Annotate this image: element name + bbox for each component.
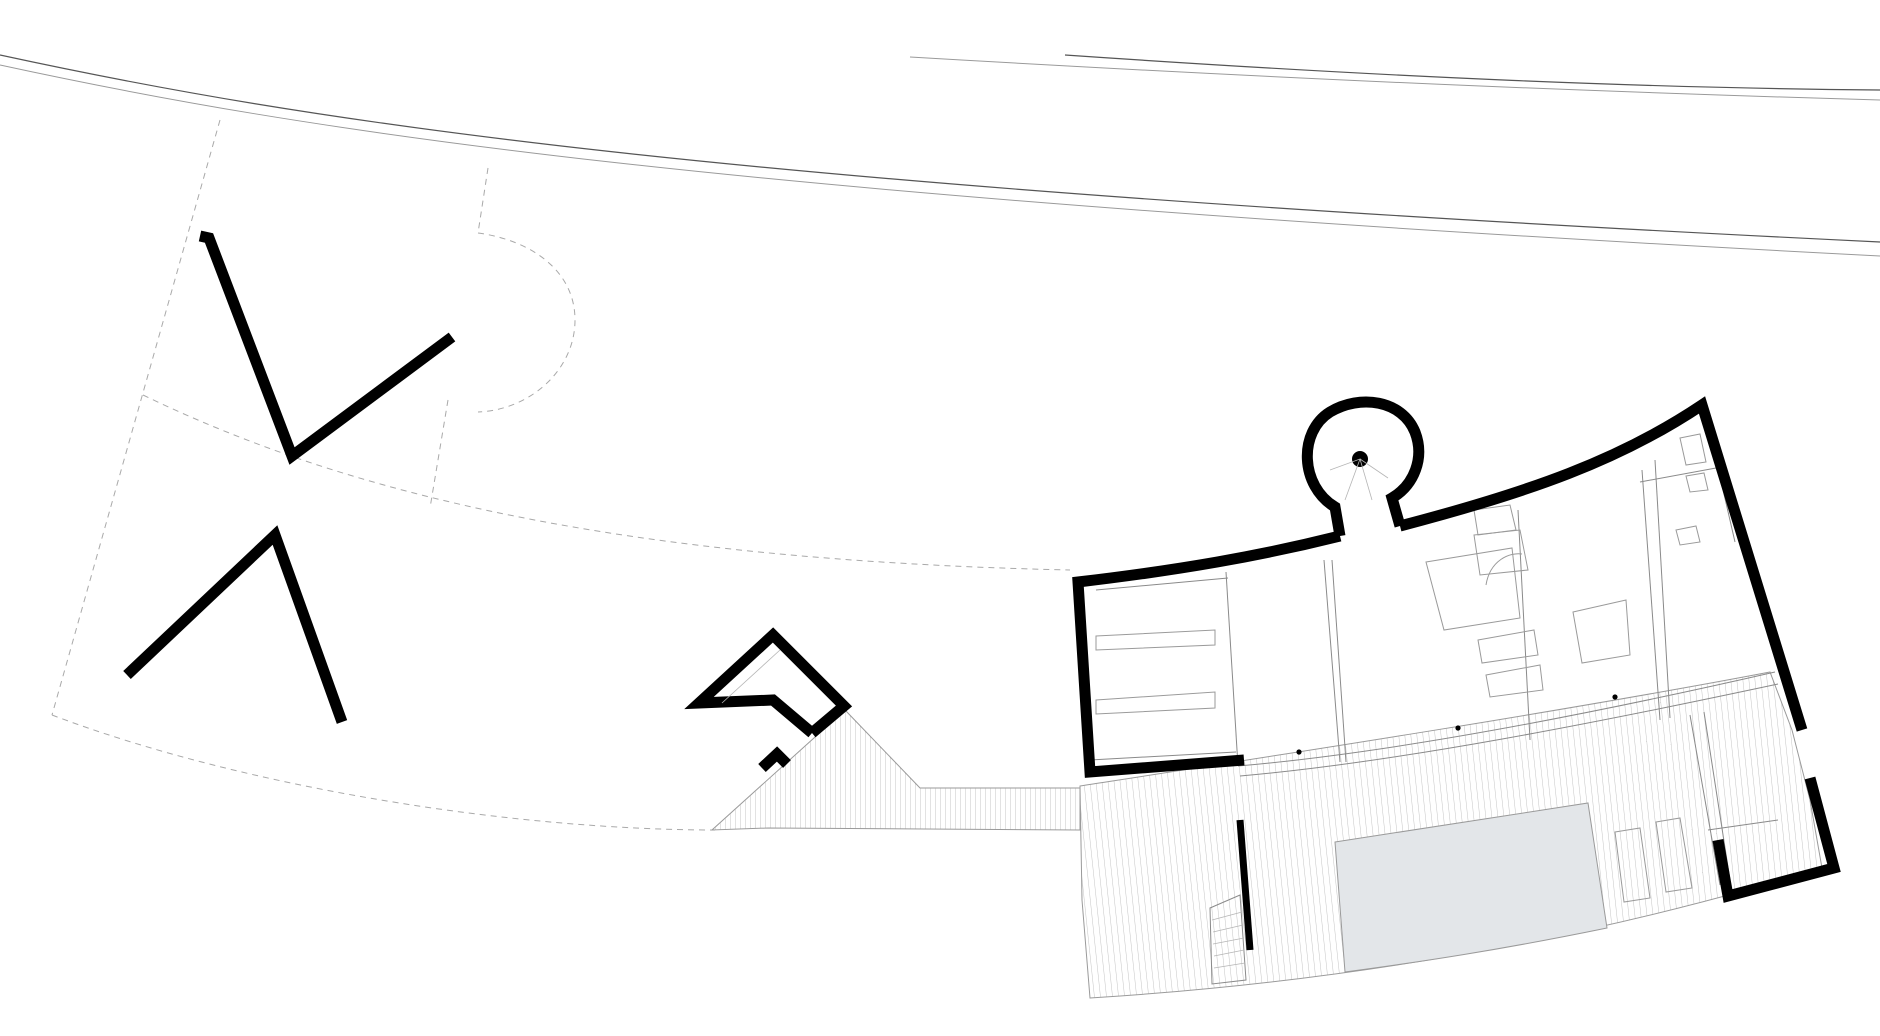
house bbox=[1072, 396, 1841, 903]
bathroom bbox=[1485, 433, 1709, 586]
site-boundary-dashed bbox=[51, 119, 1071, 831]
freestanding-walls bbox=[123, 230, 456, 724]
road-edges bbox=[0, 54, 1880, 257]
columns bbox=[1296, 694, 1618, 755]
bedrooms bbox=[1095, 504, 1693, 903]
stair-tower bbox=[1301, 396, 1425, 537]
swimming-pool bbox=[1334, 802, 1608, 973]
interior-partitions bbox=[1089, 454, 1779, 886]
outdoor-stair bbox=[1209, 819, 1254, 985]
pavilion bbox=[684, 627, 853, 773]
stone-terrace bbox=[710, 709, 1081, 831]
